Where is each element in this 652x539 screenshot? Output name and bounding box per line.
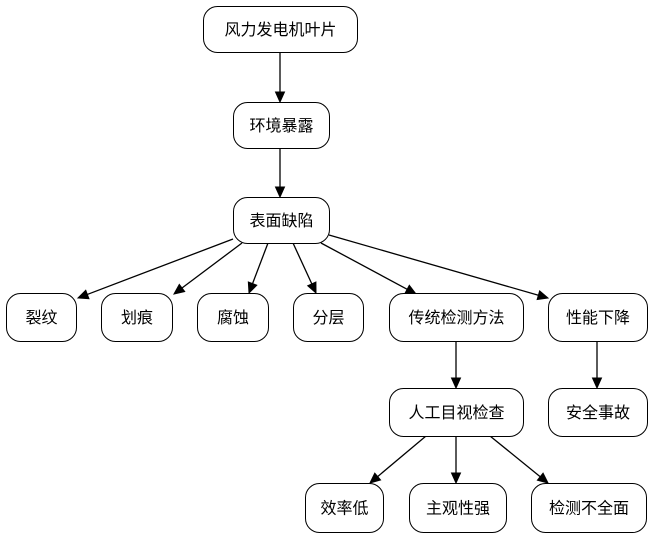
edge-line [320,242,408,290]
edge-defect-to-corrosion [247,242,269,295]
arrowhead-icon [536,290,550,301]
arrowhead-icon [247,281,258,295]
node-box [389,293,524,342]
node-label: 检测不全面 [549,499,629,518]
edge-manual-to-lowEff [369,435,427,484]
node-box [389,388,524,437]
node-label: 性能下降 [566,308,630,327]
node-box [233,102,330,149]
edge-defect-to-scratch [173,242,243,295]
arrowhead-icon [306,281,317,295]
arrowhead-icon [536,472,549,484]
node-safety: 安全事故 [548,388,648,437]
node-label: 划痕 [121,308,153,327]
arrowhead-icon [591,377,603,390]
node-box [531,483,647,533]
edge-manual-to-subjective [450,436,462,485]
node-box [293,293,364,342]
node-label: 环境暴露 [249,116,313,135]
edge-line [328,234,539,296]
edge-defect-to-crack [76,238,234,300]
node-box [409,483,507,533]
edge-line [292,242,313,285]
edge-defect-to-traditional [320,242,418,295]
node-box [548,388,648,437]
node-label: 风力发电机叶片 [224,20,336,39]
node-perf: 性能下降 [548,293,648,342]
node-box [6,293,77,342]
node-traditional: 传统检测方法 [389,293,524,342]
node-incomplete: 检测不全面 [531,483,647,533]
node-env: 环境暴露 [233,102,330,149]
node-box [101,293,173,342]
node-box [233,197,330,244]
edge-defect-to-perf [328,234,550,301]
arrowhead-icon [450,472,462,485]
arrowhead-icon [450,377,462,390]
node-scratch: 划痕 [101,293,173,342]
node-label: 主观性强 [426,499,490,518]
edge-line [87,238,234,296]
node-label: 表面缺陷 [249,211,313,230]
edge-manual-to-incomplete [489,435,549,484]
node-label: 分层 [312,308,344,327]
edge-defect-to-delam [292,242,317,295]
node-label: 传统检测方法 [408,308,504,327]
node-box [203,6,358,53]
edge-line [181,242,243,289]
node-lowEff: 效率低 [305,483,384,533]
node-label: 裂纹 [25,308,57,327]
node-box [197,293,269,342]
node-defect: 表面缺陷 [233,197,330,244]
node-label: 腐蚀 [217,308,249,327]
node-label: 人工目视检查 [408,403,504,422]
arrowhead-icon [274,186,286,199]
arrowhead-icon [404,284,418,295]
edge-line [489,435,541,478]
node-blade: 风力发电机叶片 [203,6,358,53]
node-crack: 裂纹 [6,293,77,342]
edge-traditional-to-manual [450,341,462,390]
edge-line [251,242,269,284]
edge-line [377,435,427,478]
node-box [548,293,648,342]
node-corrosion: 腐蚀 [197,293,269,342]
edge-env-to-defect [274,148,286,199]
arrowhead-icon [76,289,90,300]
node-subjective: 主观性强 [409,483,507,533]
node-label: 安全事故 [566,403,630,422]
node-manual: 人工目视检查 [389,388,524,437]
edge-perf-to-safety [591,341,603,390]
arrowhead-icon [173,283,186,295]
arrowhead-icon [369,472,382,484]
arrowhead-icon [274,91,286,104]
node-box [305,483,384,533]
edges-layer [76,52,603,485]
node-label: 效率低 [320,499,368,518]
node-delam: 分层 [293,293,364,342]
edge-blade-to-env [274,52,286,104]
